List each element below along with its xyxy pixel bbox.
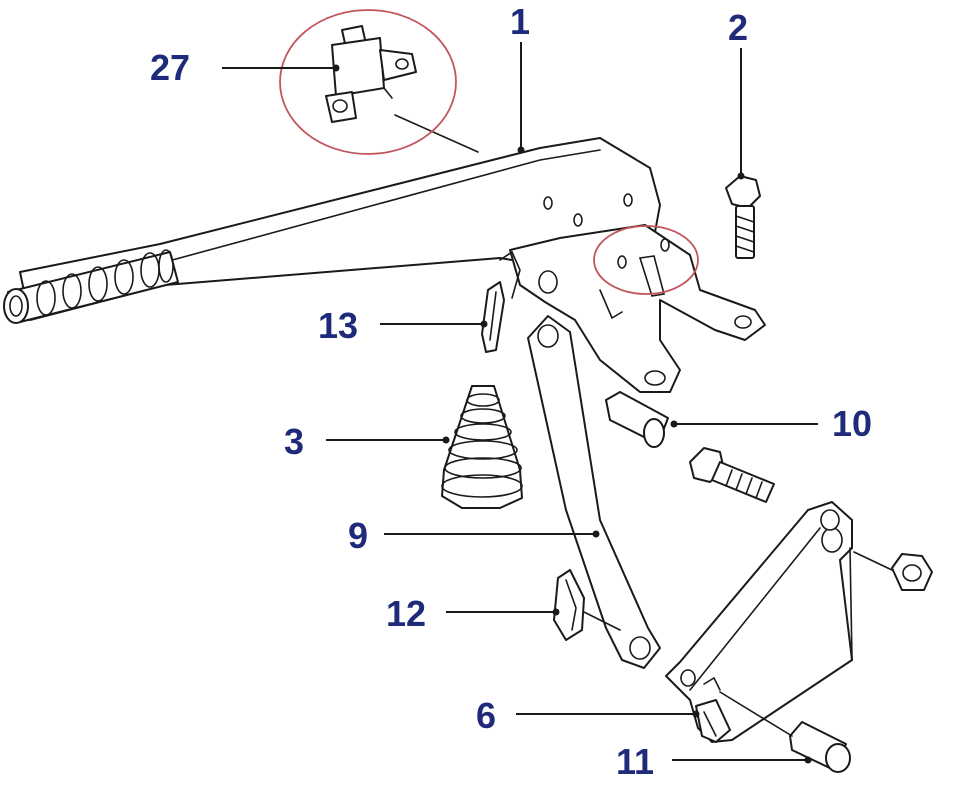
callout-1: 1 xyxy=(510,1,530,42)
callout-11: 11 xyxy=(616,741,654,782)
highlight-circle-switch xyxy=(279,9,457,155)
switch-part xyxy=(325,25,479,153)
callout-10: 10 xyxy=(832,403,872,444)
equalizer-part xyxy=(665,501,853,743)
lower-bolt-part xyxy=(689,447,775,503)
leader-lines xyxy=(222,42,818,764)
clip-12-part xyxy=(553,569,621,641)
callout-labels: 1 2 27 13 3 9 12 10 6 11 xyxy=(150,1,872,782)
highlight-circle-bracket xyxy=(593,225,699,295)
callout-9: 9 xyxy=(348,515,368,556)
callout-12: 12 xyxy=(386,593,426,634)
rod-part xyxy=(527,315,661,669)
callout-6: 6 xyxy=(476,695,496,736)
clip-part xyxy=(481,250,521,353)
pin-11-part xyxy=(719,691,851,773)
lever-arm xyxy=(19,137,766,393)
lever-grip xyxy=(3,249,179,324)
pin-10-part xyxy=(605,391,669,448)
callout-2: 2 xyxy=(728,7,748,48)
clevis-part xyxy=(695,676,731,743)
callout-13: 13 xyxy=(318,305,358,346)
callout-3: 3 xyxy=(284,421,304,462)
boot-part xyxy=(441,385,523,509)
callout-27: 27 xyxy=(150,47,190,88)
nut-part xyxy=(853,551,933,591)
bolt-part xyxy=(725,175,761,259)
